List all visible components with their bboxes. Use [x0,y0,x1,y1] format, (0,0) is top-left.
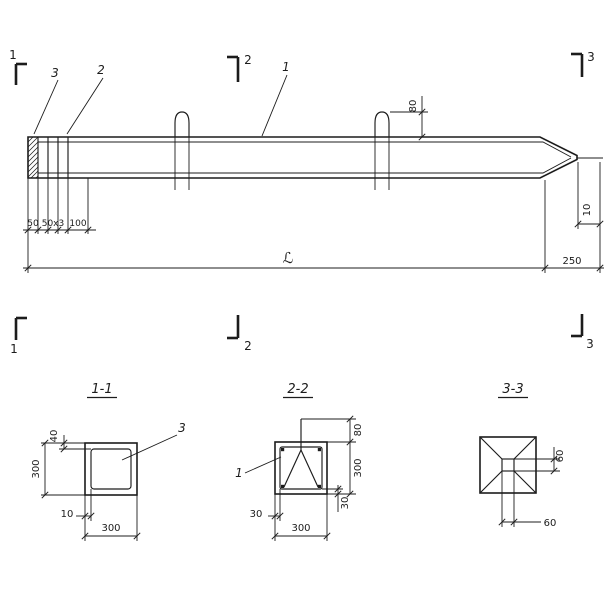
part-label-3: 3 [51,66,59,80]
cut-mark-3-top-label: 3 [587,50,595,64]
cut-mark-2-bottom-label: 2 [244,339,252,353]
dim-80-loop-text: 80 [353,424,364,437]
pile-outline [27,136,578,179]
dim-total-length-text: ℒ [283,249,294,267]
part-label-2: 2 [97,63,105,77]
cut-mark-3-top: 3 [571,50,595,77]
section-1-1-outer-square [84,442,138,496]
dim-300-side-text: 300 [353,458,364,477]
dim-100-text: 100 [69,219,86,229]
section-2-2-rebar [281,448,321,488]
dim-250-text: 250 [562,256,581,267]
dim-300-side-text: 300 [31,459,42,478]
section-1-1-dims: 300 40 10 300 [31,430,141,541]
dim-spacing-left: 50 50x3 100 [23,178,96,273]
cut-mark-3-bottom: 3 [571,314,594,351]
dim-loop-height: 80 [390,96,428,141]
lifting-loop-left [174,111,190,190]
end-hatching [27,136,39,179]
cut-mark-3-bottom-label: 3 [586,337,594,351]
dim-30-cover-left-text: 30 [250,509,263,520]
section-2-2-loop-anchor [283,419,319,488]
dim-50x3-text: 50x3 [42,219,65,229]
section-3-3-dims: 60 60 [498,447,566,529]
dim-300-width-text: 300 [291,523,310,534]
pile-inner-wall-bottom [38,157,572,174]
dim-40-text: 40 [49,430,60,443]
cut-mark-1-bottom-label: 1 [10,342,18,356]
section-1-1: 1-1 3 300 40 10 300 [31,382,186,541]
section-1-1-inner-square [90,448,132,490]
section-3-3-title: 3-3 [502,382,523,397]
section-2-2: 2-2 1 80 300 3 [235,382,364,541]
cut-mark-1-bottom: 1 [10,316,27,356]
section-3-3-outer-square [479,436,537,494]
dim-10-text: 10 [582,204,593,217]
dim-30-cover-bottom-text: 30 [340,497,351,510]
section-3-3-core-square [501,458,515,472]
pile-body [27,136,578,179]
section-2-2-dims: 80 300 30 300 30 [250,415,364,541]
section-2-2-title: 2-2 [287,382,308,397]
dim-overall-length: ℒ 250 [23,162,604,273]
spiral-wrap-lines [37,137,69,178]
dim-300-width-text: 300 [101,523,120,534]
elevation-view: 1 2 3 1 2 3 [9,48,604,356]
section-1-1-part-label: 3 [178,421,186,435]
section-2-2-part-label: 1 [235,466,243,480]
part-leaders: 3 2 1 [33,60,290,137]
cut-mark-2-bottom: 2 [227,315,252,353]
pile-inner-wall-top [38,141,572,158]
cut-mark-2-top: 2 [227,53,252,82]
section-1-1-title: 1-1 [91,382,112,397]
dim-60-right-text: 60 [555,450,566,463]
section-3-3: 3-3 60 60 [479,382,566,529]
cut-mark-1-top-label: 1 [9,48,17,62]
dim-tip-offset: 10 [574,157,604,229]
dim-10-wall-text: 10 [61,509,74,520]
part-label-1: 1 [282,60,290,74]
section-1-1-leader [121,434,178,461]
section-2-2-leader [244,456,282,474]
dim-60-bottom-text: 60 [544,518,557,529]
lifting-loop-right [374,111,390,190]
cut-mark-2-top-label: 2 [244,53,252,67]
dim-80-text: 80 [408,100,419,113]
cut-mark-1-top: 1 [9,48,27,85]
dim-50-text: 50 [27,219,39,229]
section-3-3-pyramid-edges [479,436,537,494]
